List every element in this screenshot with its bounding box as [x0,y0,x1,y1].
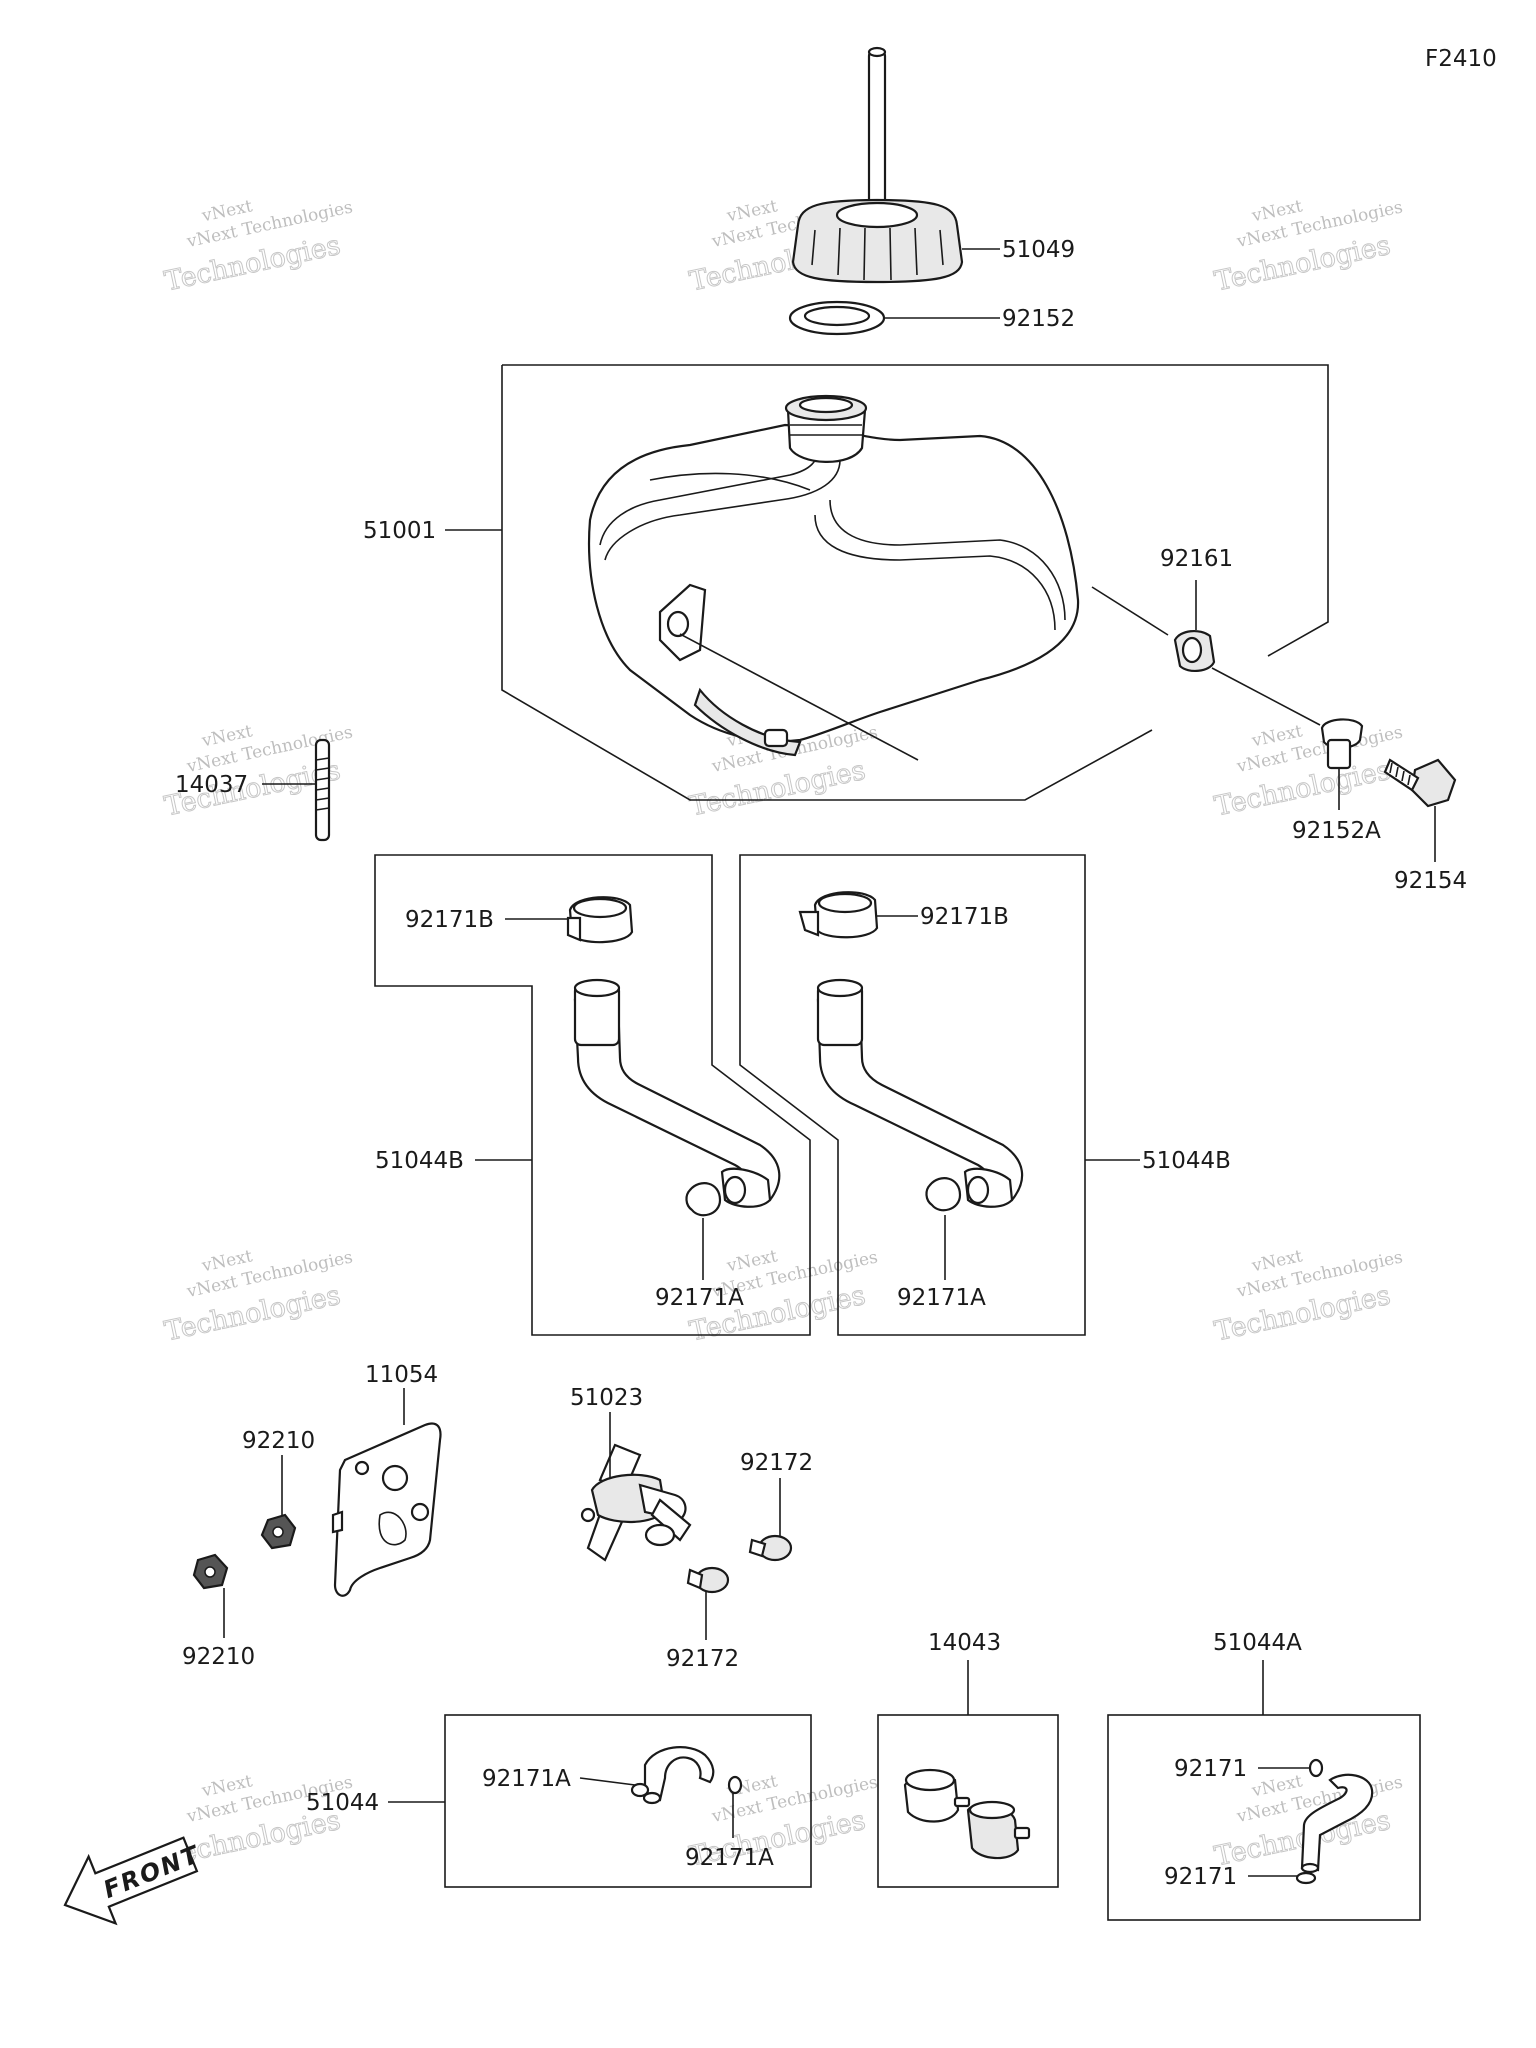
label-92171A-left: 92171A [655,1285,744,1311]
clip-92171A-box-a [630,1782,650,1798]
hose-51044A [1300,1773,1374,1874]
grommet-92161 [1173,630,1216,672]
hose-51044 [642,1746,715,1805]
label-92210-top: 92210 [242,1428,315,1454]
hose-51044B-right [816,978,1024,1208]
nut-92210-bottom [192,1553,229,1590]
label-14037: 14037 [175,772,248,798]
label-51023: 51023 [570,1385,643,1411]
label-51044A: 51044A [1213,1630,1302,1656]
nut-92210-top [260,1513,297,1550]
label-51044: 51044 [306,1790,379,1816]
label-92171A-box-a: 92171A [482,1766,571,1792]
hose-51044B-left [573,978,781,1208]
group-bracket-51001-lower [501,365,1153,801]
group-bracket-51001 [502,364,1329,657]
label-92152: 92152 [1002,306,1075,332]
label-51049: 51049 [1002,237,1075,263]
label-92171-top: 92171 [1174,1756,1247,1782]
screw-92172-bottom [686,1566,730,1594]
diagram-code: F2410 [1425,46,1497,72]
label-92171A-box-b: 92171A [685,1845,774,1871]
group-box-51044A [1107,1714,1421,1921]
fuel-filter-14043 [903,1768,1031,1860]
label-92171B-right: 92171B [920,904,1009,930]
group-bracket-51044B-right [739,854,1086,1336]
bolt-92154 [1383,758,1457,808]
label-11054: 11054 [365,1362,438,1388]
clip-92171-bottom [1295,1871,1317,1885]
clip-92171A-box-b [727,1775,743,1795]
pin-14037 [314,738,331,842]
screw-92172-top [748,1534,793,1562]
group-bracket-51044B-left [374,854,811,1336]
label-92172-bottom: 92172 [666,1646,739,1672]
label-92171A-right: 92171A [897,1285,986,1311]
collar-92152A [1320,718,1364,770]
fuel-cock-51023 [580,1443,692,1562]
label-51044B-right: 51044B [1142,1148,1231,1174]
label-51001: 51001 [363,518,436,544]
label-92172-top: 92172 [740,1450,813,1476]
clamp-92171A-left [685,1182,722,1217]
group-box-51044 [444,1714,812,1888]
clip-92171-top [1308,1758,1324,1778]
label-92171-bottom: 92171 [1164,1864,1237,1890]
fuel-tank-51001 [587,394,1080,757]
label-92152A: 92152A [1292,818,1381,844]
label-51044B-left: 51044B [375,1148,464,1174]
label-92210-bottom: 92210 [182,1644,255,1670]
label-92154: 92154 [1394,868,1467,894]
plate-11054 [331,1422,442,1597]
label-92161: 92161 [1160,546,1233,572]
gasket-92152 [788,300,886,336]
label-92171B-left: 92171B [405,907,494,933]
clamp-92171B-right [798,891,879,939]
filler-cap-51049 [791,46,964,284]
clamp-92171A-right [925,1177,962,1212]
label-14043: 14043 [928,1630,1001,1656]
clamp-92171B-left [566,896,634,944]
